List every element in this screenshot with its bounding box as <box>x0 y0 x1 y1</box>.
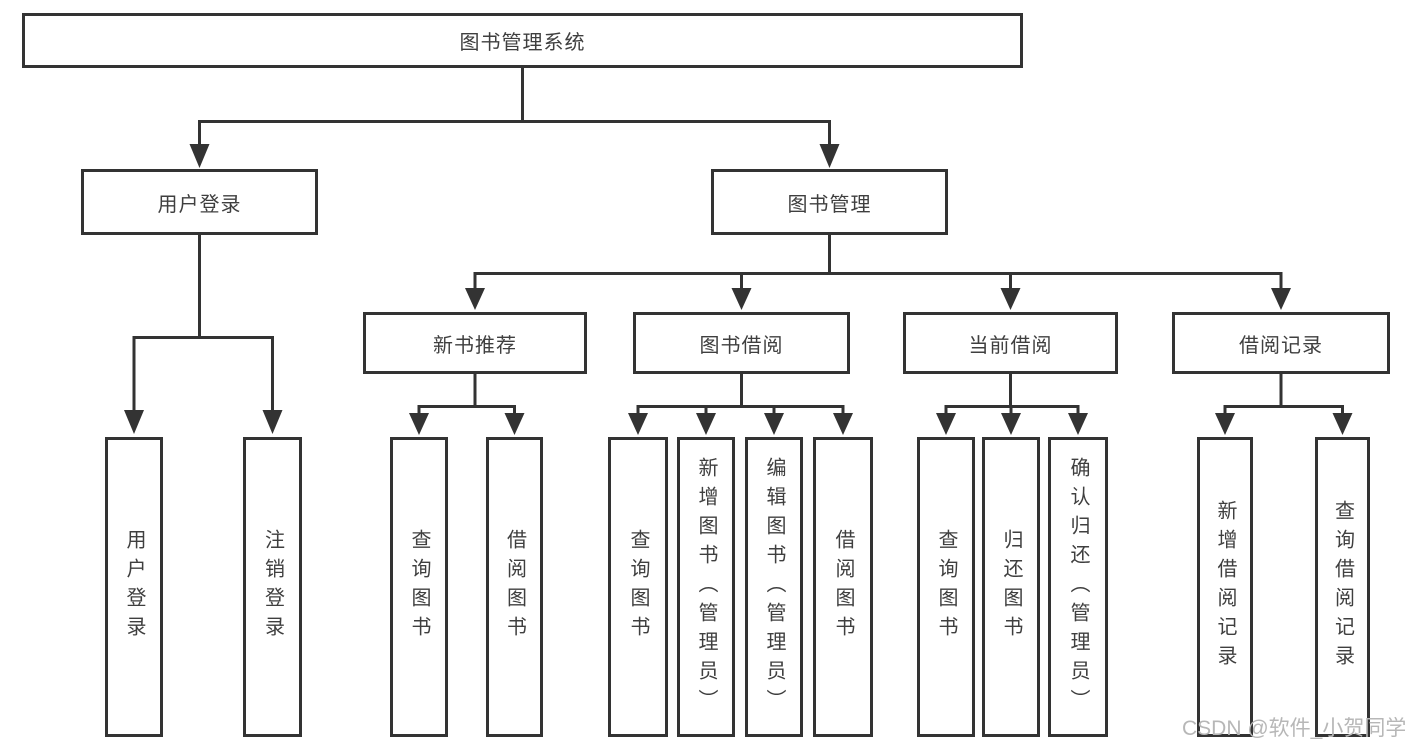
node-root: 图书管理系统 <box>22 13 1023 68</box>
leaf-query-book-3-label: 查询图书 <box>935 529 957 645</box>
leaf-query-book-3: 查询图书 <box>917 437 975 737</box>
leaf-add-borrow-record-label: 新增借阅记录 <box>1214 500 1236 674</box>
leaf-return-book: 归还图书 <box>982 437 1040 737</box>
node-book-management: 图书管理 <box>711 169 948 235</box>
leaf-query-book-2-label: 查询图书 <box>627 529 649 645</box>
leaf-query-book-2: 查询图书 <box>608 437 668 737</box>
leaf-query-book-1: 查询图书 <box>390 437 448 737</box>
leaf-query-borrow-record: 查询借阅记录 <box>1315 437 1370 737</box>
node-book-borrowing-label: 图书借阅 <box>699 334 784 357</box>
leaf-logout-label: 注销登录 <box>261 529 284 645</box>
leaf-borrow-book-1-label: 借阅图书 <box>503 529 526 645</box>
node-user-login-label: 用户登录 <box>157 193 242 216</box>
node-new-book-recommend: 新书推荐 <box>363 312 587 374</box>
leaf-logout: 注销登录 <box>243 437 302 737</box>
leaf-borrow-book-2-label: 借阅图书 <box>832 529 854 645</box>
leaf-add-book-admin-label: 新增图书（管理员） <box>695 456 717 718</box>
leaf-user-login-label: 用户登录 <box>123 529 145 645</box>
leaf-user-login: 用户登录 <box>105 437 163 737</box>
node-borrowing-records-label: 借阅记录 <box>1239 334 1323 357</box>
leaf-query-book-1-label: 查询图书 <box>408 529 430 645</box>
node-current-borrowing: 当前借阅 <box>903 312 1118 374</box>
csdn-watermark: CSDN @软件_小贺同学 <box>1182 717 1405 740</box>
leaf-return-book-label: 归还图书 <box>1000 529 1022 645</box>
node-book-management-label: 图书管理 <box>787 193 872 216</box>
leaf-borrow-book-2: 借阅图书 <box>813 437 873 737</box>
node-root-label: 图书管理系统 <box>459 32 586 54</box>
leaf-edit-book-admin: 编辑图书（管理员） <box>745 437 803 737</box>
node-current-borrowing-label: 当前借阅 <box>968 334 1053 357</box>
leaf-add-book-admin: 新增图书（管理员） <box>677 437 735 737</box>
node-borrowing-records: 借阅记录 <box>1172 312 1390 374</box>
leaf-add-borrow-record: 新增借阅记录 <box>1197 437 1253 737</box>
leaf-borrow-book-1: 借阅图书 <box>486 437 543 737</box>
node-book-borrowing: 图书借阅 <box>633 312 850 374</box>
leaf-query-borrow-record-label: 查询借阅记录 <box>1331 500 1354 674</box>
leaf-confirm-return-admin-label: 确认归还（管理员） <box>1067 456 1089 718</box>
node-user-login: 用户登录 <box>81 169 318 235</box>
leaf-confirm-return-admin: 确认归还（管理员） <box>1048 437 1108 737</box>
leaf-edit-book-admin-label: 编辑图书（管理员） <box>763 456 785 718</box>
node-new-book-recommend-label: 新书推荐 <box>433 334 517 357</box>
